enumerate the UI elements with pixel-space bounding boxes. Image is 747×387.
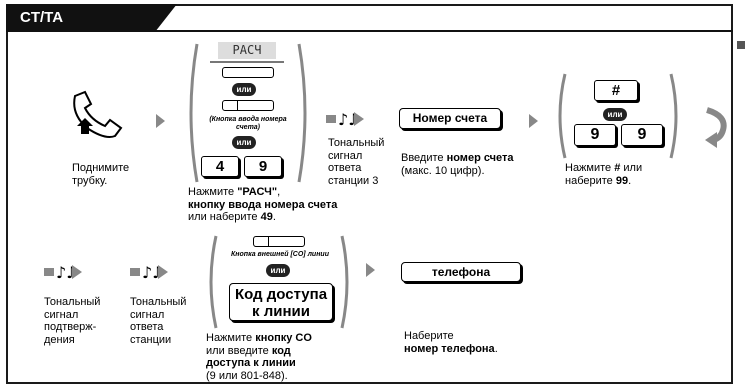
page-marker xyxy=(737,41,745,49)
tone-icon: ♪♪ xyxy=(130,263,168,281)
co-line-button[interactable] xyxy=(253,236,305,247)
option-bracket xyxy=(209,235,349,329)
continue-arrow-icon xyxy=(705,107,727,148)
phone-number-field[interactable]: телефона xyxy=(401,262,521,282)
account-number-caption: Введите номер счета (макс. 10 цифр). xyxy=(401,152,514,177)
or-badge: или xyxy=(266,264,290,277)
tone-icon: ♪♪ xyxy=(44,263,82,281)
or-badge: или xyxy=(232,83,256,96)
digit-key-9[interactable]: 9 xyxy=(244,156,282,177)
display-label: РАСЧ xyxy=(218,42,276,59)
handset-icon xyxy=(73,90,123,138)
svg-text:♪♪: ♪♪ xyxy=(338,110,358,128)
tone-icon: ♪♪ xyxy=(326,110,364,128)
account-button-label: (Кнопка ввода номера счета) xyxy=(209,116,287,131)
tone-caption: Тональный сигнал ответа станции 3 xyxy=(328,137,385,187)
flow-arrow xyxy=(366,263,375,277)
or-badge: или xyxy=(232,136,256,149)
hash-key[interactable]: # xyxy=(594,80,638,101)
phone-step-caption: Наберите номер телефона. xyxy=(404,330,498,355)
option-bracket xyxy=(189,43,307,183)
answer-tone-caption: Тональный сигнал ответа станции xyxy=(130,296,187,346)
digit-key-9[interactable]: 9 xyxy=(574,124,616,146)
co-button-label: Кнопка внешней [CO] линии xyxy=(231,251,329,258)
svg-text:♪♪: ♪♪ xyxy=(56,263,76,281)
svg-text:♪♪: ♪♪ xyxy=(142,263,162,281)
title-underline xyxy=(6,30,733,32)
display-divider xyxy=(210,61,284,63)
flow-arrow xyxy=(529,114,538,128)
digit-key-4[interactable]: 4 xyxy=(201,156,239,177)
account-number-field[interactable]: Номер счета xyxy=(399,108,501,129)
pickup-caption: Поднимите трубку. xyxy=(72,162,130,187)
hash-step-caption: Нажмите # или наберите 99. xyxy=(565,162,643,187)
confirm-tone-caption: Тональный сигнал подтверж- дения xyxy=(44,296,101,346)
account-feature-button[interactable] xyxy=(222,67,274,78)
co-step-caption: Нажмите кнопку CO или введите код доступ… xyxy=(206,332,312,382)
digit-key-9[interactable]: 9 xyxy=(621,124,663,146)
or-badge: или xyxy=(603,108,627,121)
line-access-code-key[interactable]: Код доступа к линии xyxy=(229,283,333,321)
page-title: CT/TA xyxy=(6,4,177,32)
flow-arrow xyxy=(156,114,165,128)
account-entry-button[interactable] xyxy=(222,100,274,111)
option-bracket xyxy=(558,73,678,159)
panel-frame xyxy=(6,4,733,384)
account-step-caption: Нажмите "РАСЧ", кнопку ввода номера счет… xyxy=(188,186,338,223)
